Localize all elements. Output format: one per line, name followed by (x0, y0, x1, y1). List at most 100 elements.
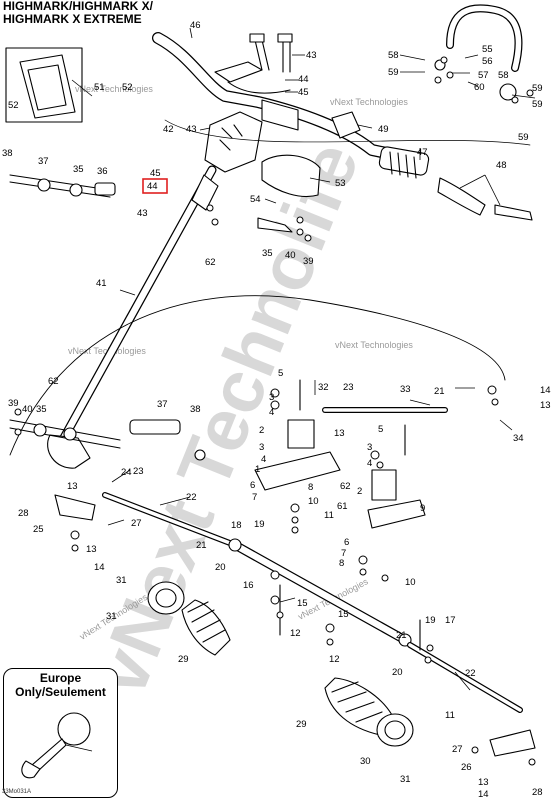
callout-c21c: 21 (396, 630, 407, 641)
callout-c21a: 21 (434, 386, 445, 397)
callout-c11a: 11 (324, 510, 334, 521)
callout-c45b: 45 (150, 168, 161, 179)
callout-c9: 9 (420, 503, 425, 514)
callout-c3b: 3 (259, 442, 264, 453)
callout-c41: 41 (96, 278, 107, 289)
callout-c46: 46 (190, 20, 201, 31)
callout-c20a: 20 (215, 562, 226, 573)
callout-c44b: 44 (147, 181, 158, 192)
callout-c48: 48 (496, 160, 507, 171)
callout-c31c: 31 (400, 774, 411, 785)
callout-c59d: 59 (518, 132, 529, 143)
callout-c61: 61 (337, 501, 348, 512)
callout-c8a: 8 (308, 482, 313, 493)
callout-c55: 55 (482, 44, 493, 55)
callout-c57: 57 (478, 70, 489, 81)
europe-inset-label: Europe Only/Seulement (4, 671, 117, 699)
callout-c59a: 59 (388, 67, 399, 78)
callout-c62b: 62 (48, 376, 59, 387)
callout-c18: 18 (231, 520, 242, 531)
callout-c29b: 29 (296, 719, 307, 730)
callout-c43a: 43 (306, 50, 317, 61)
callout-c30: 30 (360, 756, 371, 767)
callout-c28b: 28 (532, 787, 543, 798)
callout-c6a: 6 (250, 480, 255, 491)
callout-c20b: 20 (392, 667, 403, 678)
callout-c52: 52 (8, 100, 19, 111)
callout-c59c: 59 (532, 99, 543, 110)
title-line-1: HIGHMARK/HIGHMARK X/ (3, 0, 153, 13)
callout-c35b: 35 (262, 248, 273, 259)
callout-c23a: 23 (343, 382, 354, 393)
callout-c2b: 2 (357, 486, 362, 497)
callout-c33: 33 (400, 384, 411, 395)
callout-c62a: 62 (205, 257, 216, 268)
watermark-4: vNext Technologies (335, 340, 413, 350)
callout-c52link: 52 (122, 82, 133, 93)
big-watermark: vNext Technolife (78, 131, 375, 706)
callout-c37a: 37 (38, 156, 49, 167)
callout-c44a: 44 (298, 74, 309, 85)
callout-c16: 16 (243, 580, 254, 591)
callout-c4c: 4 (367, 458, 372, 469)
callout-c10a: 10 (308, 496, 319, 507)
highlight-box (142, 178, 168, 194)
diagram-title: HIGHMARK/HIGHMARK X/ HIGHMARK X EXTREME (3, 0, 153, 26)
callout-c27b: 27 (452, 744, 463, 755)
callout-c4b: 4 (261, 454, 266, 465)
callout-c53: 53 (335, 178, 346, 189)
callout-c23b: 23 (133, 466, 144, 477)
callout-c22b: 22 (465, 668, 476, 679)
callout-c15a: 15 (297, 598, 308, 609)
callout-c62c: 62 (340, 481, 351, 492)
callout-c13e: 13 (478, 777, 489, 788)
callout-c12b: 12 (329, 654, 340, 665)
callout-c40b: 40 (22, 404, 33, 415)
callout-c12a: 12 (290, 628, 301, 639)
callout-c3a: 3 (269, 392, 274, 403)
callout-c39a: 39 (303, 256, 314, 267)
callout-c6b: 6 (344, 537, 349, 548)
callout-c59b: 59 (532, 83, 543, 94)
europe-label-line-1: Europe (39, 671, 82, 685)
callout-c49: 49 (378, 124, 389, 135)
callout-c1: 1 (255, 464, 260, 475)
callout-c24: 24 (121, 467, 132, 478)
callout-c13a: 13 (540, 400, 551, 411)
callout-c60: 60 (474, 82, 485, 93)
callout-c40a: 40 (285, 250, 296, 261)
callout-c56: 56 (482, 56, 493, 67)
callout-c4a: 4 (269, 407, 274, 418)
callout-c21b: 21 (196, 540, 207, 551)
callout-c5b: 5 (378, 424, 383, 435)
callout-c54: 54 (250, 194, 261, 205)
callout-c58a: 58 (388, 50, 399, 61)
callout-c35a: 35 (73, 164, 84, 175)
callout-c11b: 11 (445, 710, 455, 721)
callout-c25: 25 (33, 524, 44, 535)
callout-c31b: 31 (106, 611, 117, 622)
callout-c38b: 38 (190, 404, 201, 415)
callout-c58b: 58 (498, 70, 509, 81)
callout-c43b: 43 (186, 124, 197, 135)
callout-c17: 17 (445, 615, 456, 626)
callout-c35c: 35 (36, 404, 47, 415)
callout-c13c: 13 (67, 481, 78, 492)
callout-c38a: 38 (2, 148, 13, 159)
callout-c3c: 3 (367, 442, 372, 453)
title-line-2: HIGHMARK X EXTREME (3, 12, 142, 26)
europe-label-line-2: Only/Seulement (15, 685, 106, 699)
callout-c22a: 22 (186, 492, 197, 503)
callout-c7a: 7 (252, 492, 257, 503)
horn-illustration (21, 712, 93, 779)
callout-c10b: 10 (405, 577, 416, 588)
callout-c19b: 19 (425, 615, 436, 626)
callout-c36: 36 (97, 166, 108, 177)
callout-c13d: 13 (86, 544, 97, 555)
watermark-1: vNext Technologies (75, 84, 153, 94)
callout-c8b: 8 (339, 558, 344, 569)
callout-c13b: 13 (334, 428, 345, 439)
